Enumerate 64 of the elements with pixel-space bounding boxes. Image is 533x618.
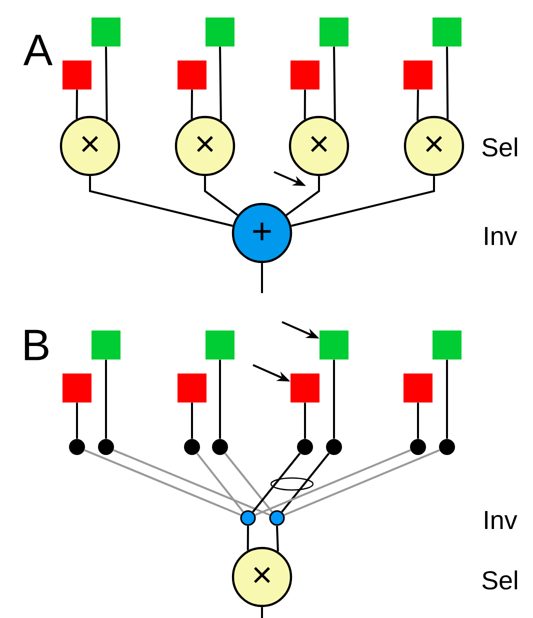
input-square [206, 18, 234, 46]
junction-dot [297, 439, 313, 455]
wire [276, 526, 279, 552]
wire [446, 46, 449, 120]
wire [281, 452, 330, 513]
wire [291, 176, 435, 227]
input-square [92, 18, 120, 46]
input-square [62, 374, 92, 402]
wire [286, 176, 320, 216]
wire [261, 263, 263, 294]
input-square [320, 18, 348, 46]
input-square [432, 330, 462, 360]
junction-dot [212, 439, 228, 455]
panel-letter: A [23, 34, 53, 66]
wire [446, 360, 448, 439]
input-square [404, 374, 432, 402]
wire [113, 449, 270, 516]
wire [254, 449, 411, 516]
panel-letter: B [24, 330, 48, 360]
junction-dot [439, 439, 455, 455]
wire [246, 526, 249, 550]
wire [333, 360, 335, 439]
wire [416, 90, 419, 121]
input-square [206, 330, 234, 360]
wire [284, 449, 440, 516]
wire [105, 360, 107, 439]
wire [224, 452, 273, 513]
input-square [404, 60, 432, 90]
input-square [290, 60, 320, 90]
junction-dot [410, 439, 426, 455]
wire [304, 90, 306, 120]
connector-dot [269, 510, 285, 526]
input-square [178, 374, 206, 402]
junction-dot [184, 439, 200, 455]
wire [190, 90, 193, 119]
wire [333, 46, 336, 120]
row-label: Inv [485, 227, 518, 245]
wire [76, 90, 78, 119]
wire [304, 402, 306, 439]
input-square [178, 60, 206, 90]
wire [261, 607, 263, 618]
wire [219, 360, 221, 439]
wire [84, 449, 242, 516]
junction-dot [326, 439, 342, 455]
wire [89, 176, 233, 227]
row-label: Inv [485, 511, 518, 529]
wire [417, 402, 419, 439]
wire [105, 46, 108, 122]
wire [204, 176, 238, 216]
wire [196, 452, 244, 512]
input-square [320, 330, 348, 360]
wire [219, 46, 222, 120]
input-square [290, 374, 320, 402]
junction-dot [98, 439, 114, 455]
input-square [432, 18, 462, 46]
connector-dot [240, 510, 256, 526]
junction-dot [69, 439, 85, 455]
row-label: Sel [482, 570, 518, 590]
row-label: Sel [482, 137, 518, 157]
input-square [62, 60, 92, 90]
wire [191, 402, 193, 439]
wire [252, 452, 301, 513]
input-square [92, 330, 120, 360]
wire [76, 402, 78, 439]
